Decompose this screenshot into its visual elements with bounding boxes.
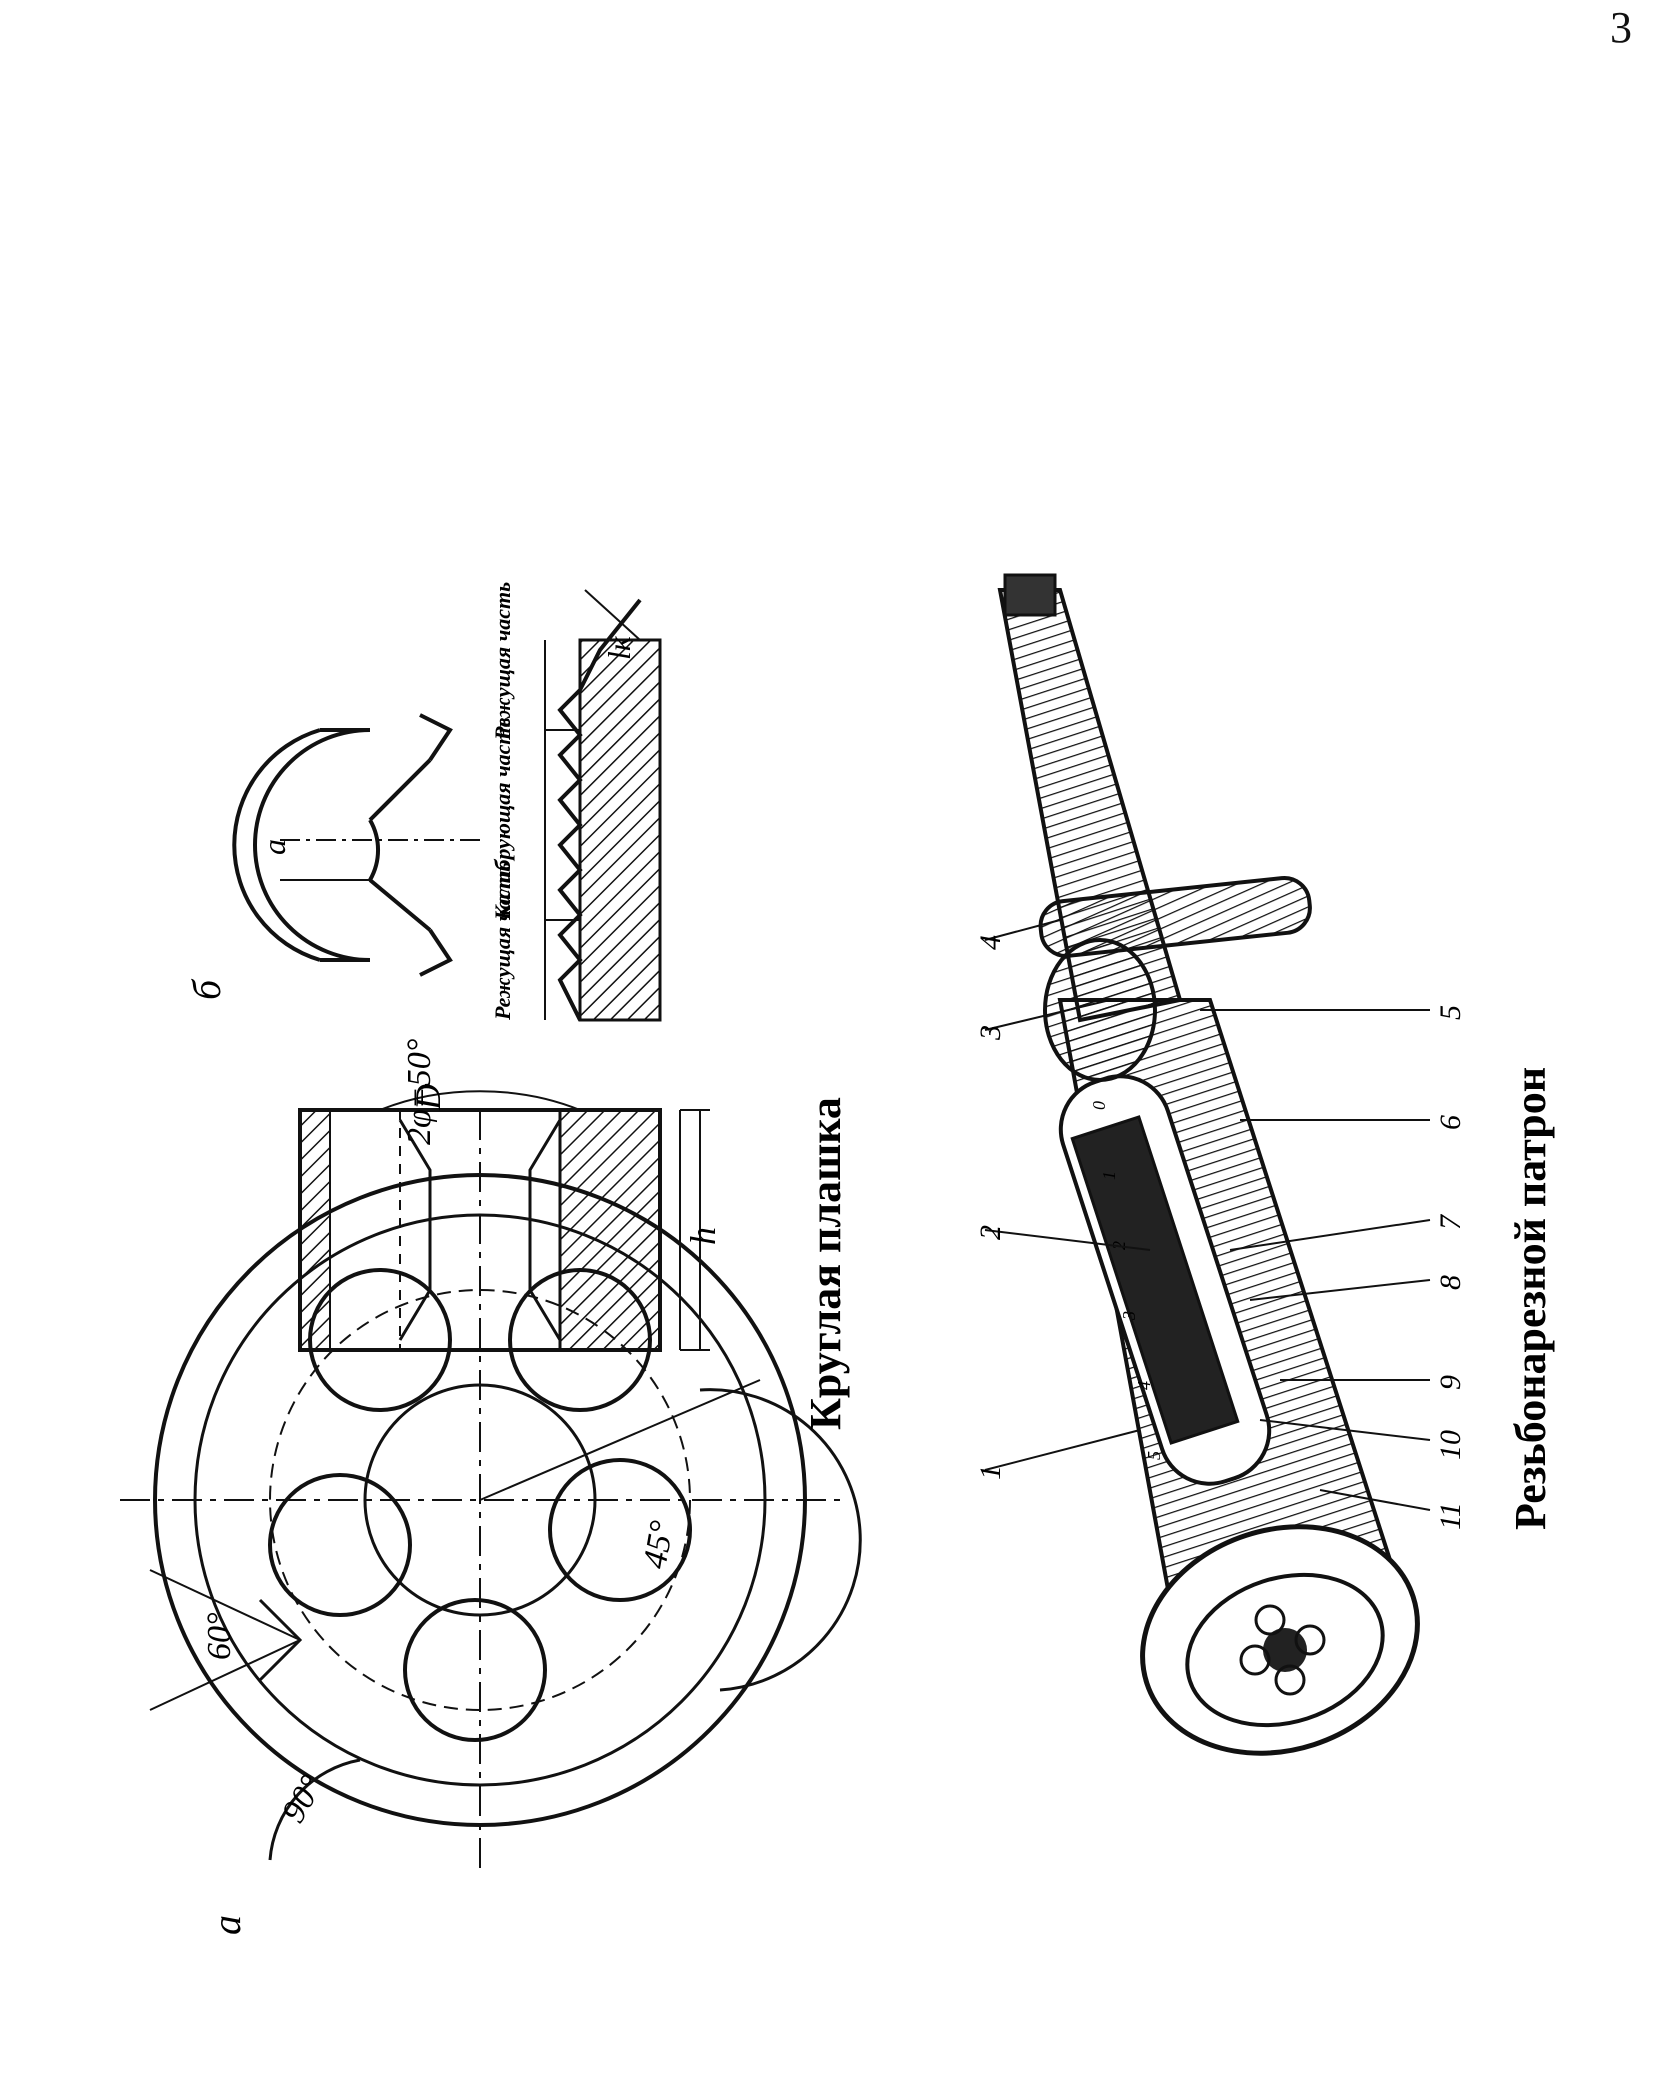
- scale-5: 5: [1144, 1451, 1164, 1460]
- chuck-leaders: [984, 919, 1431, 1511]
- chuck-callouts: 1 2 3 4 5 6 7 8 9 10 11: [974, 935, 1467, 1530]
- page-number: 3: [1610, 3, 1632, 52]
- thread-profile: [544, 589, 662, 1022]
- callout-4: 4: [974, 935, 1007, 950]
- callout-8: 8: [1434, 1275, 1467, 1290]
- callout-6: 6: [1434, 1115, 1467, 1130]
- callout-5: 5: [1434, 1005, 1467, 1020]
- zone-calibrating: Калибрующая часть: [490, 717, 515, 921]
- callout-3: 3: [974, 1025, 1007, 1041]
- threading-chuck-title: Резьбонарезной патрон: [1506, 1067, 1555, 1530]
- chuck-front: [1140, 1524, 1420, 1756]
- dim-h: h: [683, 1227, 723, 1245]
- label-b: б: [184, 978, 229, 1000]
- zone-cutting-1: Режущая часть: [490, 862, 515, 1021]
- angle-60: 60°: [201, 1612, 238, 1660]
- scale-3: 3: [1119, 1311, 1139, 1321]
- callout-2: 2: [974, 1225, 1007, 1240]
- callout-7: 7: [1434, 1213, 1467, 1230]
- angle-2phi: 2φ=50°: [401, 1038, 438, 1145]
- round-die-title: Круглая плашка: [801, 1097, 850, 1430]
- die-segment: [232, 713, 453, 977]
- die-section-view: [298, 1090, 710, 1352]
- chuck-body: [1057, 998, 1393, 1603]
- chuck-handle: [1038, 875, 1312, 1082]
- die-face-view: [120, 1110, 862, 1870]
- dim-a: a: [256, 839, 292, 855]
- callout-9: 9: [1434, 1375, 1467, 1390]
- dim-lk: lк: [601, 635, 637, 660]
- callout-1: 1: [974, 1465, 1007, 1480]
- zone-cutting-2: Режущая часть: [490, 582, 515, 741]
- scale-4: 4: [1134, 1381, 1154, 1390]
- callout-10: 10: [1434, 1430, 1467, 1460]
- label-a: а: [204, 1915, 249, 1935]
- dim-D: D: [408, 1084, 448, 1111]
- angle-45: 45°: [636, 1518, 681, 1572]
- callout-11: 11: [1434, 1502, 1467, 1530]
- scale-1: 1: [1099, 1171, 1119, 1180]
- scale-0: 0: [1089, 1101, 1109, 1110]
